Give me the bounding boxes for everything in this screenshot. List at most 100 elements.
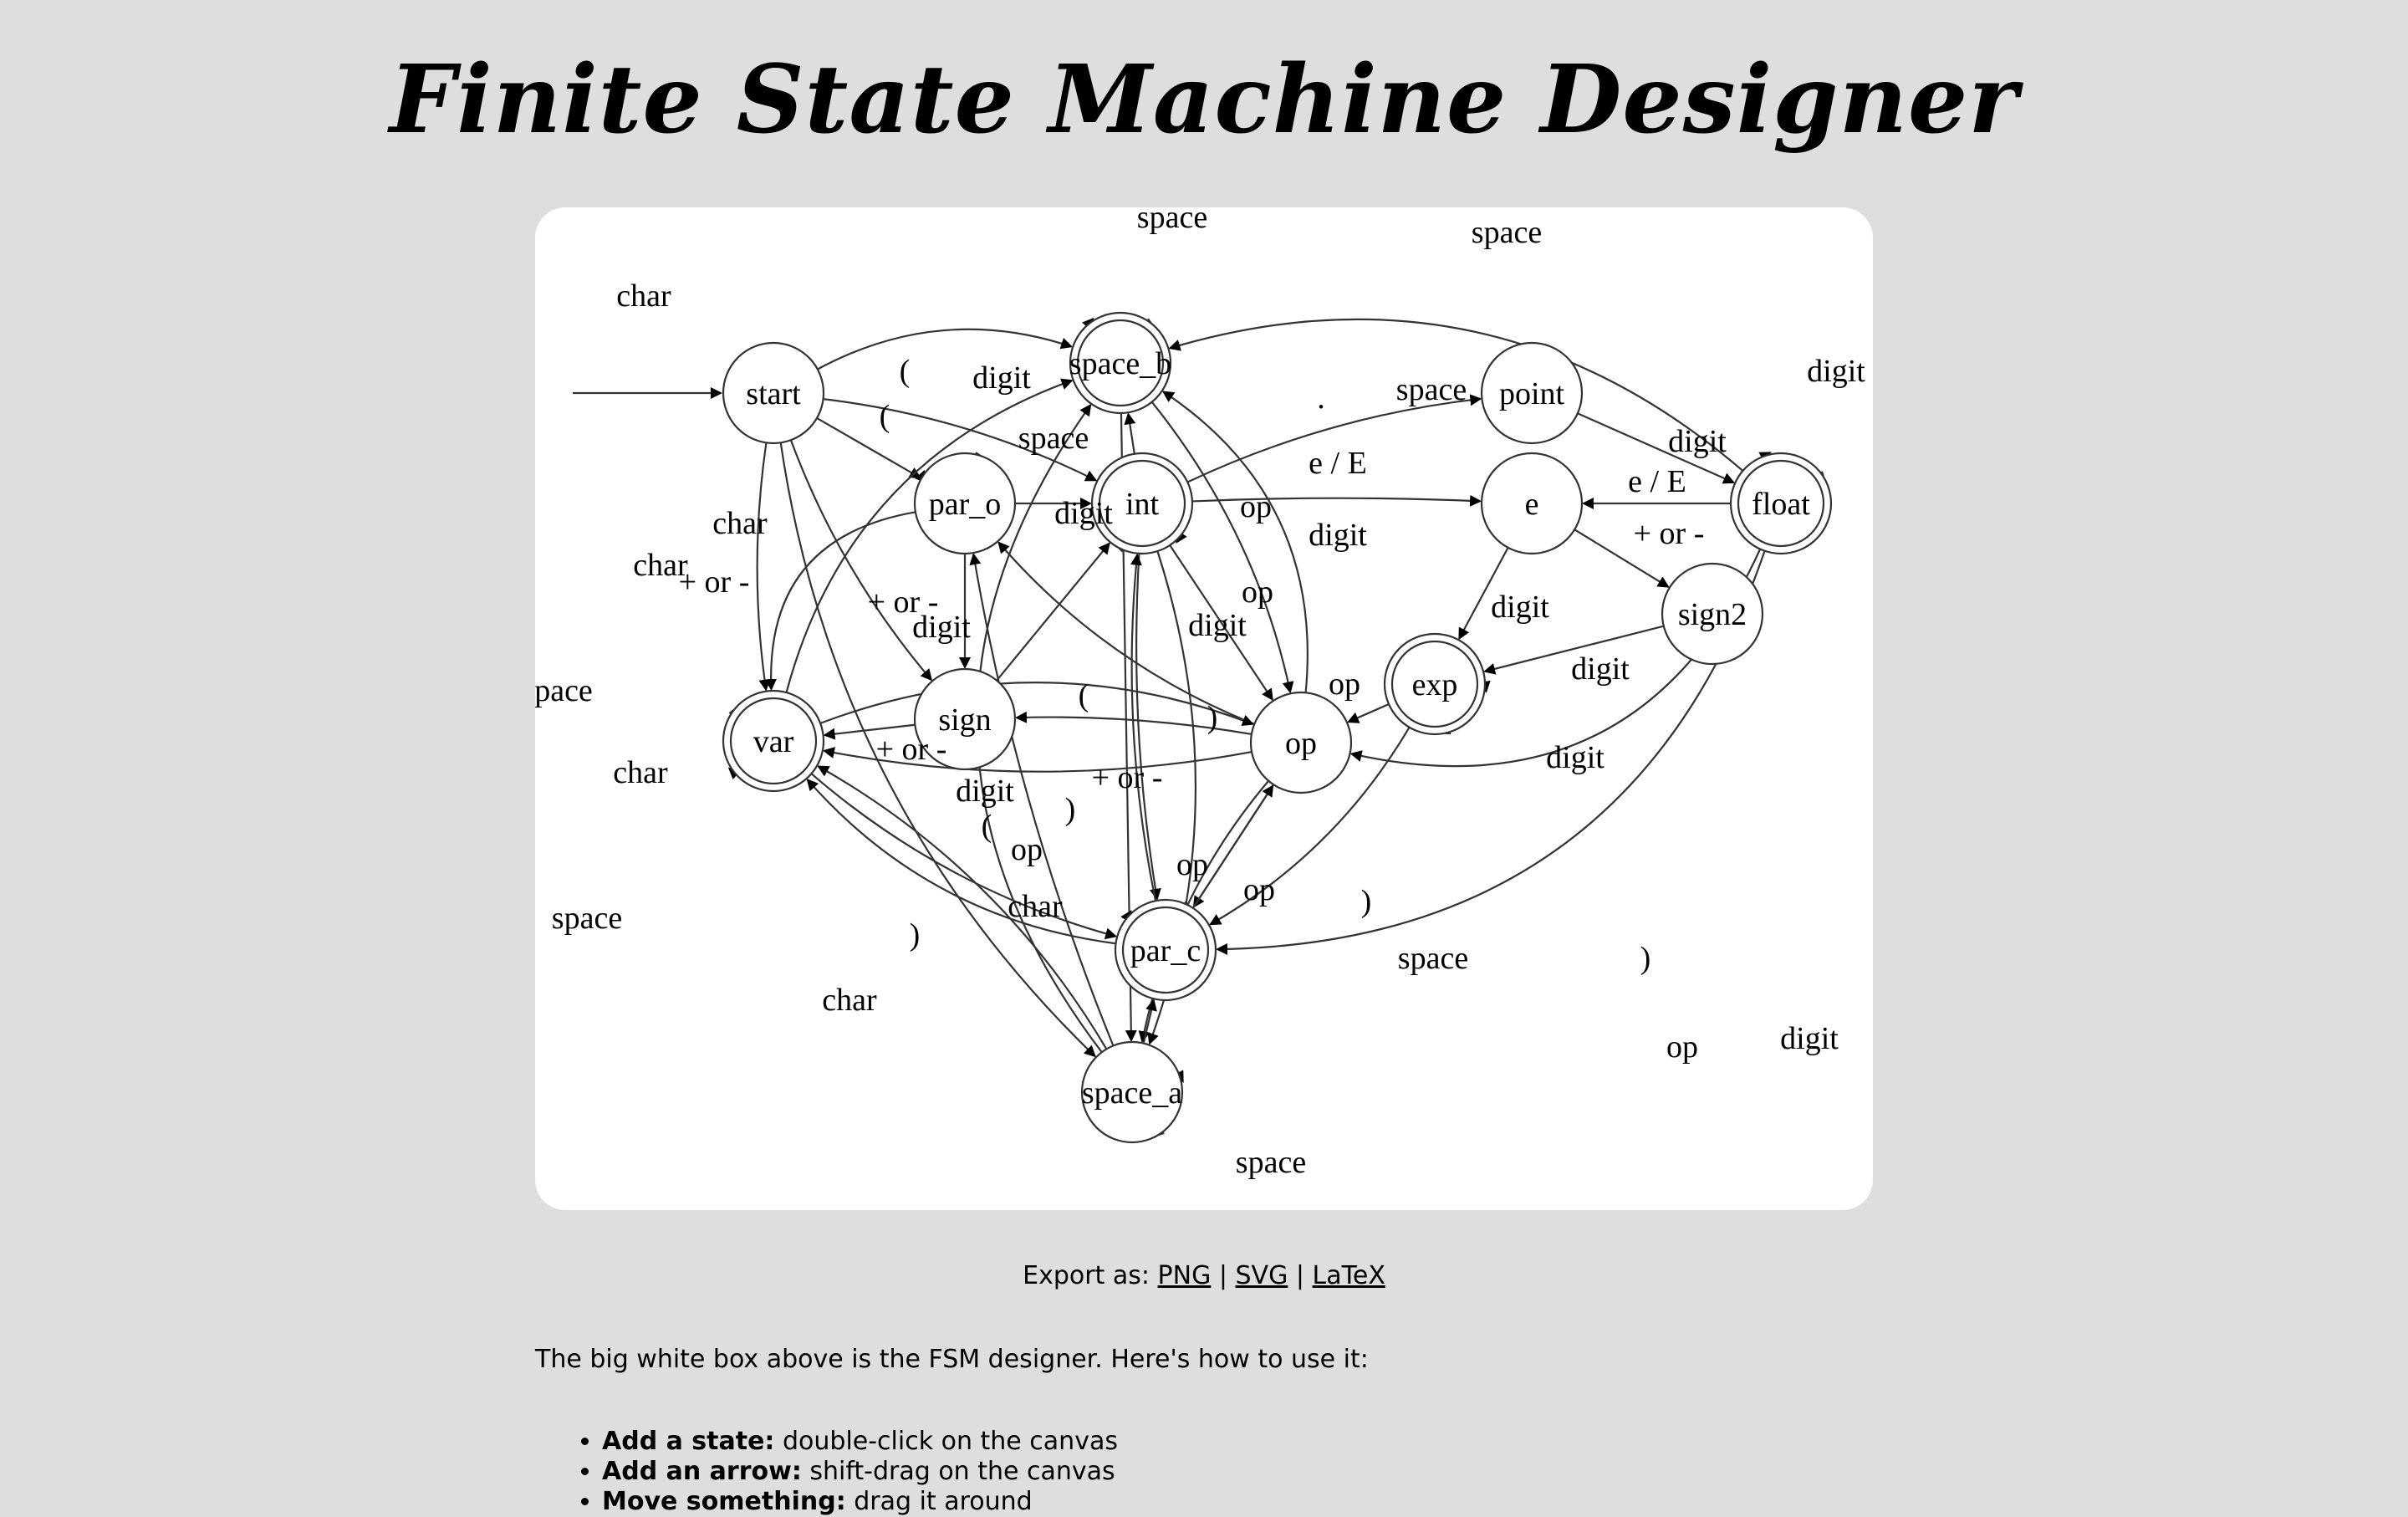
transition-arrow (1483, 625, 1665, 675)
export-latex-link[interactable]: LaTeX (1312, 1261, 1385, 1290)
transition-label: ) (1361, 884, 1372, 919)
transition-label: + or - (1634, 516, 1705, 551)
transition-arrow (969, 553, 1115, 1046)
help-item: Add an arrow: shift-drag on the canvas (602, 1457, 1118, 1487)
transition-arrow (817, 765, 1108, 1050)
transition-label: op (1242, 575, 1273, 610)
state-node[interactable]: float (1729, 452, 1833, 555)
transition-arrow (1130, 553, 1157, 902)
transition-arrow (1142, 999, 1157, 1044)
transition-arrow (1161, 391, 1309, 693)
transition-label: digit (1571, 651, 1630, 687)
transition-label: space (1398, 941, 1468, 976)
transition-arrow (1191, 494, 1482, 507)
transition-label: + or - (868, 585, 939, 620)
state-label: space_a (1082, 1075, 1182, 1111)
transition-label: + or - (679, 564, 750, 600)
export-png-link[interactable]: PNG (1157, 1261, 1212, 1290)
transition-arrow (819, 682, 1254, 727)
transition-label: . (1317, 381, 1325, 416)
state-node[interactable]: par_o (913, 452, 1017, 555)
transition-label: ) (1065, 792, 1076, 827)
state-label: sign2 (1678, 597, 1747, 632)
state-node[interactable]: start (722, 341, 825, 445)
state-label: point (1499, 376, 1565, 411)
state-node[interactable]: sign2 (1661, 562, 1764, 666)
transition-label: space (1472, 215, 1542, 250)
export-bar: Export as: PNG | SVG | LaTeX (0, 1259, 2408, 1293)
help-item: Add a state: double-click on the canvas (602, 1427, 1118, 1457)
transition-label: ) (1640, 941, 1651, 976)
transition-label: e / E (1628, 464, 1686, 499)
transition-arrow (822, 747, 1252, 773)
transition-label: digit (1491, 590, 1549, 625)
transition-label: op (1329, 667, 1360, 702)
state-node[interactable]: par_c (1114, 898, 1217, 1002)
transition-label: ) (910, 917, 921, 953)
export-svg-link[interactable]: SVG (1235, 1261, 1288, 1290)
transition-arrow (764, 511, 916, 692)
transition-label: ( (982, 809, 992, 844)
transition-label: ( (900, 354, 911, 389)
transition-label: op (1011, 832, 1043, 867)
state-node[interactable]: point (1480, 341, 1584, 445)
transition-arrow (810, 773, 1118, 940)
export-separator: | (1295, 1261, 1304, 1290)
state-node[interactable]: op (1249, 691, 1353, 794)
transition-arrow (1150, 401, 1294, 694)
transition-arrow (1191, 784, 1274, 909)
state-label: op (1285, 726, 1317, 761)
transition-label: e / E (1309, 446, 1367, 481)
transition-arrow (789, 439, 933, 682)
transition-arrow (817, 328, 1074, 370)
transition-label: digit (912, 610, 971, 645)
transition-label: digit (1546, 740, 1604, 775)
transition-label: char (633, 548, 688, 583)
transition-label: char (616, 278, 671, 314)
transition-label: op (1243, 872, 1275, 907)
transition-label: space (1236, 1145, 1306, 1180)
transition-label: digit (1668, 424, 1727, 459)
transition-arrow (823, 723, 916, 740)
transition-arrow (785, 378, 1074, 693)
state-node[interactable]: exp (1383, 632, 1487, 736)
help-term: Add an arrow: (602, 1457, 802, 1486)
fsm-canvas[interactable]: start space_b par_o int point e float sign2 exp v… (535, 207, 1873, 1210)
transition-label: op (1666, 1029, 1698, 1065)
transition-label: + or - (876, 732, 947, 767)
help-desc: double-click on the canvas (782, 1427, 1118, 1456)
state-label: int (1125, 487, 1160, 522)
transition-label: pace (535, 673, 593, 708)
transition-label: char (1008, 889, 1063, 924)
transition-label: digit (1780, 1021, 1839, 1056)
transition-label: digit (1309, 518, 1367, 553)
help-term: Move something: (602, 1487, 846, 1516)
state-node[interactable]: space_b (1069, 311, 1171, 415)
help-desc: shift-drag on the canvas (809, 1457, 1115, 1486)
state-label: e (1525, 487, 1539, 522)
transition-label: digit (1054, 496, 1113, 531)
fsm-diagram: start space_b par_o int point e float sign2 exp v… (535, 207, 1865, 1180)
transition-label: digit (956, 774, 1014, 809)
state-node[interactable]: var (722, 689, 825, 793)
transition-label: space (1396, 372, 1467, 407)
state-node[interactable]: sign (913, 667, 1017, 771)
transition-arrow (997, 541, 1255, 725)
transition-label: space (552, 901, 622, 936)
transition-arrow (816, 417, 922, 479)
state-label: var (753, 724, 794, 759)
state-label: par_o (929, 487, 1002, 522)
transition-arrow (1124, 412, 1136, 454)
transition-label: ( (1079, 678, 1089, 713)
transition-label: ( (880, 399, 890, 434)
transition-label: digit (972, 360, 1031, 396)
state-node[interactable]: int (1090, 452, 1194, 555)
transition-arrow (1346, 703, 1390, 723)
transition-label: space (1137, 207, 1207, 235)
state-node[interactable]: e (1480, 452, 1584, 555)
transition-label: char (822, 983, 877, 1018)
export-label: Export as: (1023, 1261, 1150, 1290)
transition-arrow (996, 542, 1110, 682)
state-node[interactable]: space_a (1080, 1040, 1184, 1144)
transition-label: digit (1807, 354, 1865, 389)
